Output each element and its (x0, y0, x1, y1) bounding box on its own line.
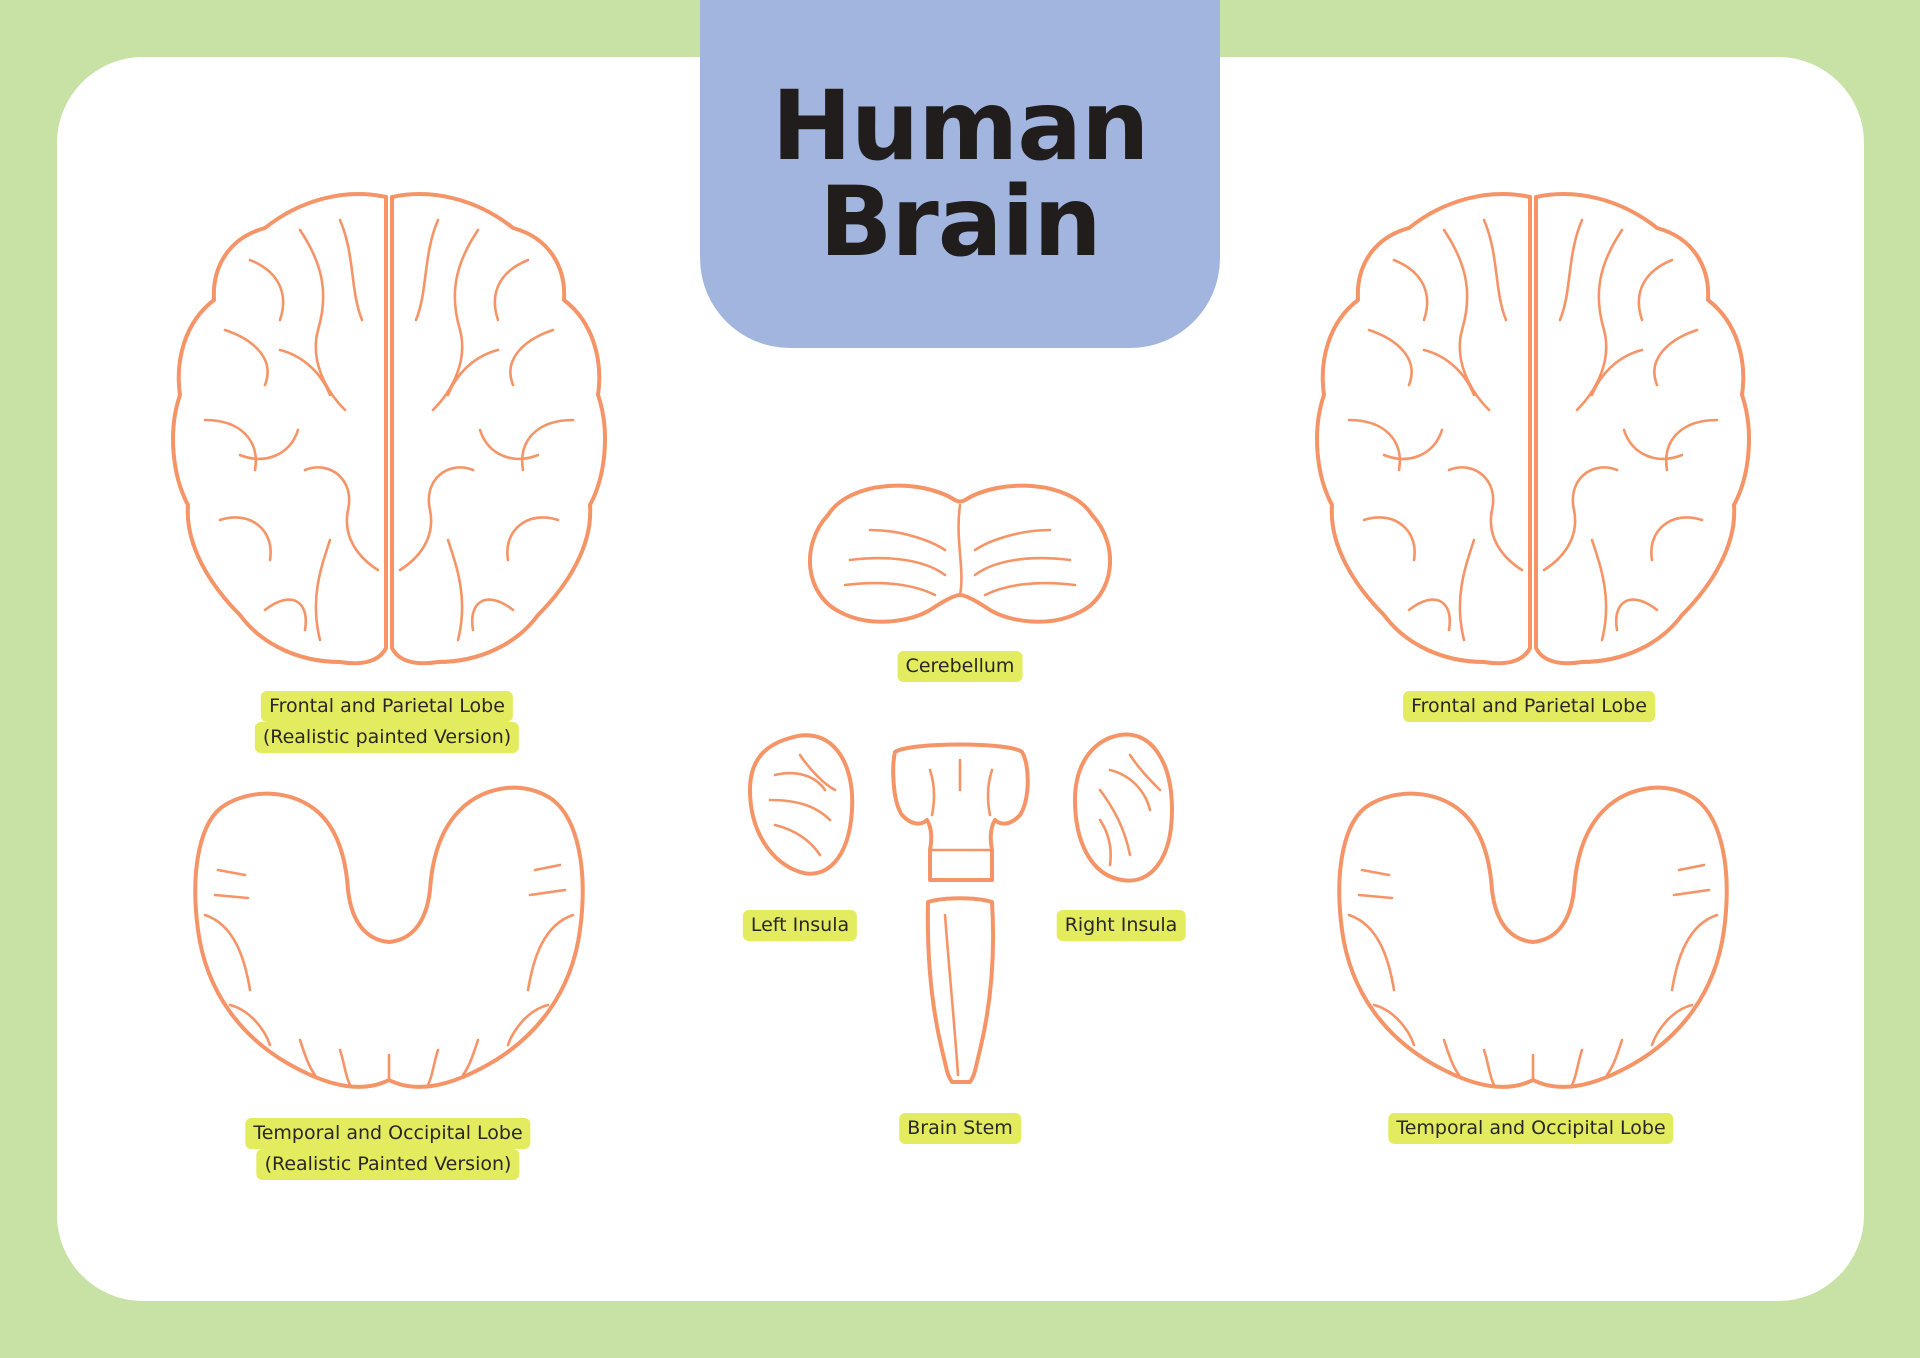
brain-illustration-left-top (171, 192, 607, 666)
label-frontal-parietal: Frontal and Parietal Lobe (1403, 691, 1655, 722)
right-insula-illustration (1073, 732, 1174, 883)
label-cerebellum-text: Cerebellum (897, 651, 1023, 682)
left-insula-illustration (748, 733, 855, 876)
title-banner: Human Brain (700, 0, 1220, 348)
cerebellum-illustration (807, 483, 1113, 624)
label-left-insula: Left Insula (742, 910, 858, 941)
label-temporal-occipital-text: Temporal and Occipital Lobe (1388, 1113, 1674, 1144)
label-right-insula: Right Insula (1056, 910, 1186, 941)
label-frontal-parietal-realistic-line1: Frontal and Parietal Lobe (261, 691, 513, 722)
brain-illustration-right-top (1315, 192, 1751, 666)
label-cerebellum: Cerebellum (897, 651, 1023, 682)
label-temporal-occipital: Temporal and Occipital Lobe (1388, 1113, 1674, 1144)
title-line-2: Brain (819, 166, 1102, 278)
label-right-insula-text: Right Insula (1056, 910, 1186, 941)
label-brain-stem-text: Brain Stem (899, 1113, 1021, 1144)
temporal-occipital-illustration-left (193, 785, 585, 1089)
label-temporal-occipital-realistic-line2: (Realistic Painted Version) (256, 1149, 520, 1180)
title-line-1: Human (771, 70, 1150, 182)
label-temporal-occipital-realistic: Temporal and Occipital Lobe (Realistic P… (245, 1118, 531, 1180)
label-frontal-parietal-realistic-line2: (Realistic painted Version) (254, 722, 520, 753)
label-temporal-occipital-realistic-line1: Temporal and Occipital Lobe (245, 1118, 531, 1149)
temporal-occipital-illustration-right (1337, 785, 1729, 1089)
label-frontal-parietal-text: Frontal and Parietal Lobe (1403, 691, 1655, 722)
label-brain-stem: Brain Stem (899, 1113, 1021, 1144)
label-left-insula-text: Left Insula (742, 910, 858, 941)
label-frontal-parietal-realistic: Frontal and Parietal Lobe (Realistic pai… (254, 691, 520, 753)
brain-stem-illustration (891, 742, 1030, 1084)
